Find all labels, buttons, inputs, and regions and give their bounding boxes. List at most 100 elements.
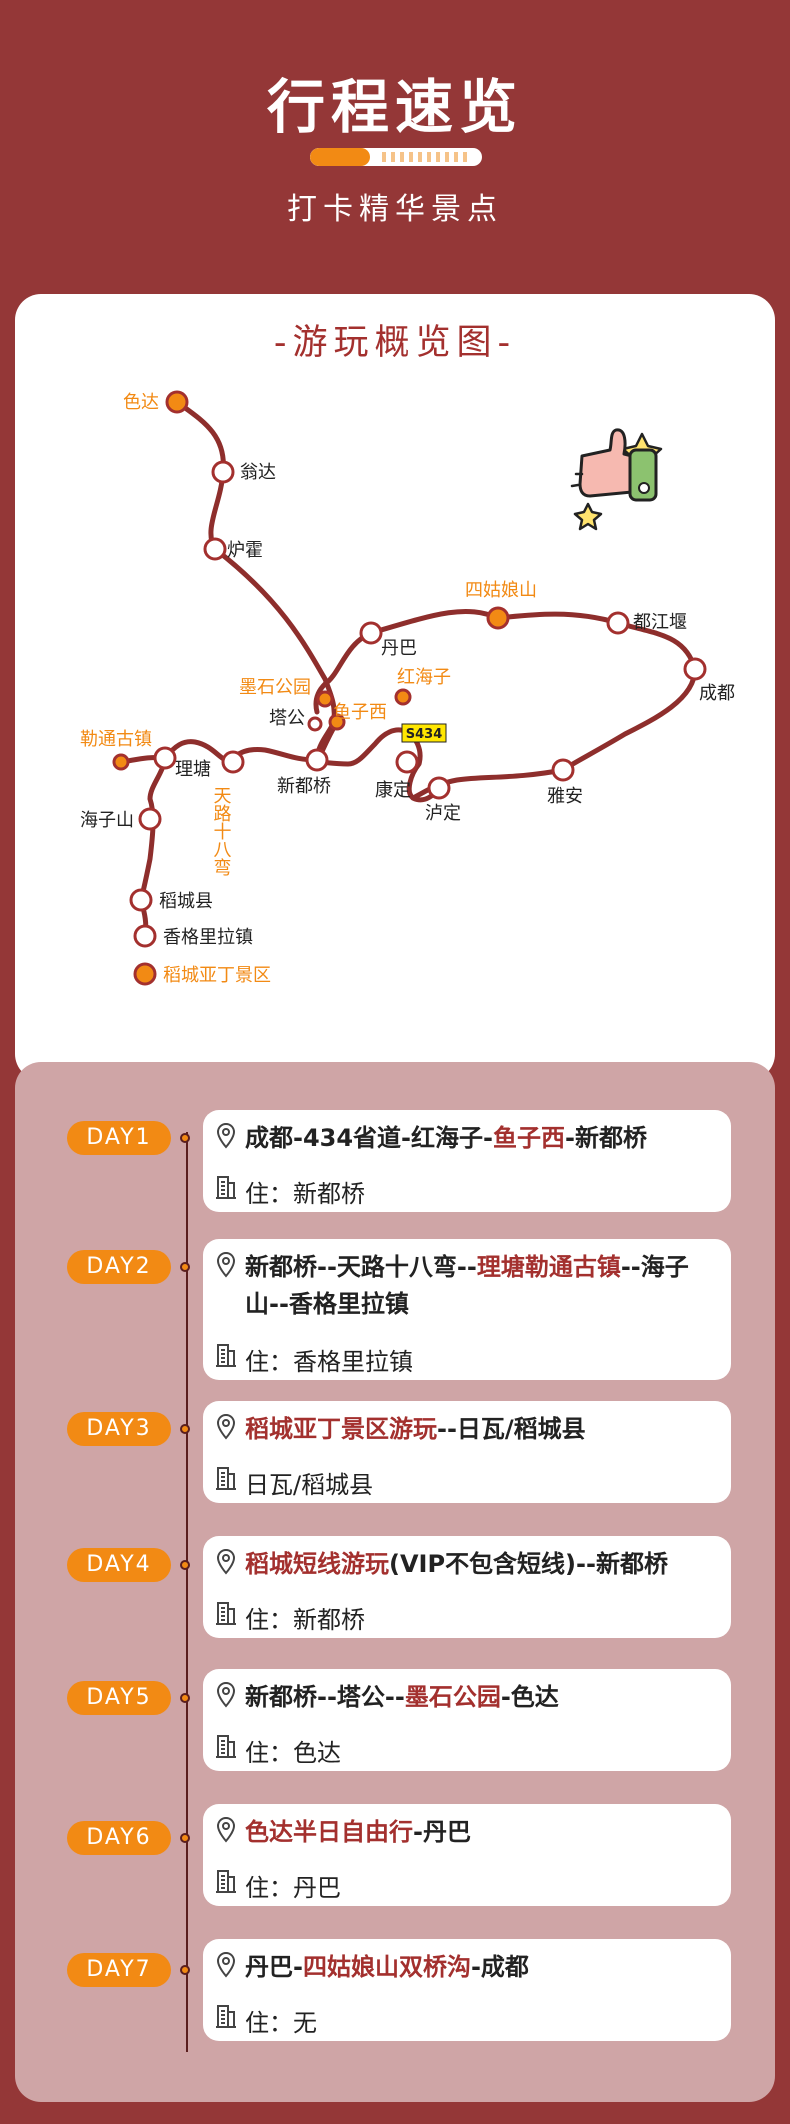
route-segment: -成都 [470, 1953, 529, 1981]
day-route: 丹巴-四姑娘山双桥沟-成都 [245, 1949, 717, 1986]
route-map: S434 色达 [80, 390, 735, 986]
route-segment: --海子山--香格里拉镇 [245, 1253, 689, 1318]
day-badge-6: DAY6 [67, 1821, 171, 1855]
building-icon [216, 1602, 236, 1625]
timeline-dot-1 [180, 1133, 190, 1143]
node-luding [427, 776, 451, 800]
location-pin-icon [216, 1413, 236, 1440]
day-card-3: 稻城亚丁景区游玩--日瓦/稻城县 日瓦/稻城县 [203, 1401, 731, 1503]
node-honghaizi [394, 688, 412, 706]
route-segment-highlight: 四姑娘山双桥沟 [302, 1953, 471, 1981]
route-segment-highlight: 稻城亚丁景区游玩 [245, 1415, 437, 1443]
node-tianlu18 [221, 750, 245, 774]
day-badge-7: DAY7 [67, 1953, 171, 1987]
location-pin-icon [216, 1951, 236, 1978]
day-stay: 住：色达 [245, 1739, 341, 1767]
day-stay: 住：无 [245, 2009, 317, 2037]
location-pin-icon [216, 1251, 236, 1278]
route-segment-highlight: 鱼子西 [492, 1124, 565, 1152]
node-yading [133, 962, 157, 986]
timeline-line [186, 1132, 188, 2052]
thumbs-up-icon [570, 428, 663, 531]
building-icon [216, 1176, 236, 1199]
timeline-dot-3 [180, 1424, 190, 1434]
node-seda [165, 390, 189, 414]
label-shangri-la: 香格里拉镇 [163, 927, 253, 948]
node-haizishan [138, 807, 162, 831]
label-yuzixi: 鱼子西 [333, 702, 387, 723]
route-segment: 新都桥--天路十八弯-- [245, 1253, 477, 1281]
building-icon [216, 2005, 236, 2028]
progress-bar-stripes [382, 152, 472, 162]
route-segment: 新都桥--塔公-- [245, 1683, 405, 1711]
label-moshi-park: 墨石公园 [239, 677, 311, 698]
day-card-1: 成都-434省道-红海子-鱼子西-新都桥 住：新都桥 [203, 1110, 731, 1212]
timeline-dot-6 [180, 1833, 190, 1843]
building-icon [216, 1735, 236, 1758]
road-sign-label: S434 [406, 727, 443, 742]
route-segment: --日瓦/稻城县 [437, 1415, 586, 1443]
label-yaan: 雅安 [547, 786, 583, 807]
node-shangri-la [133, 924, 157, 948]
label-seda: 色达 [123, 392, 159, 413]
node-wengda [211, 460, 235, 484]
day-route: 成都-434省道-红海子-鱼子西-新都桥 [245, 1120, 717, 1157]
day-badge-5: DAY5 [67, 1681, 171, 1715]
label-danba: 丹巴 [381, 638, 417, 659]
node-danba [359, 621, 383, 645]
day-card-4: 稻城短线游玩(VIP不包含短线)--新都桥 住：新都桥 [203, 1536, 731, 1638]
day-card-6: 色达半日自由行-丹巴 住：丹巴 [203, 1804, 731, 1906]
node-chengdu [683, 657, 707, 681]
timeline-dot-4 [180, 1560, 190, 1570]
building-icon [216, 1344, 236, 1367]
location-pin-icon [216, 1548, 236, 1575]
route-segment: 丹巴- [245, 1953, 303, 1981]
route-segment-highlight: 理塘勒通古镇 [476, 1253, 621, 1281]
route-nodes [112, 390, 707, 986]
node-kangding [395, 750, 419, 774]
route-litang-yading [138, 755, 168, 939]
route-segment-highlight: 稻城短线游玩 [245, 1550, 389, 1578]
node-sigunianshan [486, 606, 510, 630]
day-stay: 住：新都桥 [245, 1606, 365, 1634]
location-pin-icon [216, 1681, 236, 1708]
node-letong-town [112, 753, 130, 771]
label-dujiangyan: 都江堰 [633, 612, 687, 633]
day-card-2: 新都桥--天路十八弯--理塘勒通古镇--海子山--香格里拉镇 住：香格里拉镇 [203, 1239, 731, 1380]
label-luhuo: 炉霍 [227, 540, 263, 561]
node-dujiangyan [606, 611, 630, 635]
page-subtitle: 打卡精华景点 [287, 192, 503, 227]
day-route: 稻城亚丁景区游玩--日瓦/稻城县 [245, 1411, 717, 1448]
place-labels: 色达 翁达 炉霍 四姑娘山 都江堰 丹巴 成都 墨石公园 红海子 塔公 鱼子西 … [80, 392, 735, 986]
route-segment-highlight: 墨石公园 [404, 1683, 501, 1711]
location-pin-icon [216, 1816, 236, 1843]
day-badge-1: DAY1 [67, 1121, 171, 1155]
node-litang [153, 746, 177, 770]
route-segment: (VIP不包含短线)--新都桥 [389, 1550, 668, 1578]
route-chengdu-luding [410, 666, 698, 801]
label-letong-town: 勒通古镇 [80, 729, 152, 750]
day-stay: 日瓦/稻城县 [245, 1471, 374, 1499]
itinerary-panel: DAY1 成都-434省道-红海子-鱼子西-新都桥 住：新都桥 DAY2 新都桥… [15, 1062, 775, 2102]
node-tagong [307, 716, 323, 732]
label-xinduqiao: 新都桥 [277, 776, 331, 797]
node-luhuo [203, 537, 227, 561]
day-route: 稻城短线游玩(VIP不包含短线)--新都桥 [245, 1546, 717, 1583]
page-title: 行程速览 [266, 73, 523, 141]
label-wengda: 翁达 [240, 462, 276, 483]
label-chengdu: 成都 [699, 683, 735, 704]
day-route: 新都桥--天路十八弯--理塘勒通古镇--海子山--香格里拉镇 [245, 1249, 717, 1323]
building-icon [216, 1870, 236, 1893]
day-badge-2: DAY2 [67, 1250, 171, 1284]
route-danba-chengdu [313, 608, 698, 715]
day-badge-3: DAY3 [67, 1412, 171, 1446]
route-segment-highlight: 色达半日自由行 [245, 1818, 413, 1846]
route-segment: 成都-434省道-红海子- [245, 1124, 493, 1152]
node-yaan [551, 758, 575, 782]
timeline-dot-7 [180, 1965, 190, 1975]
label-honghaizi: 红海子 [397, 667, 451, 688]
label-daocheng: 稻城县 [159, 891, 213, 912]
label-sigunianshan: 四姑娘山 [465, 580, 537, 601]
node-daocheng [129, 888, 153, 912]
day-stay: 住：新都桥 [245, 1180, 365, 1208]
